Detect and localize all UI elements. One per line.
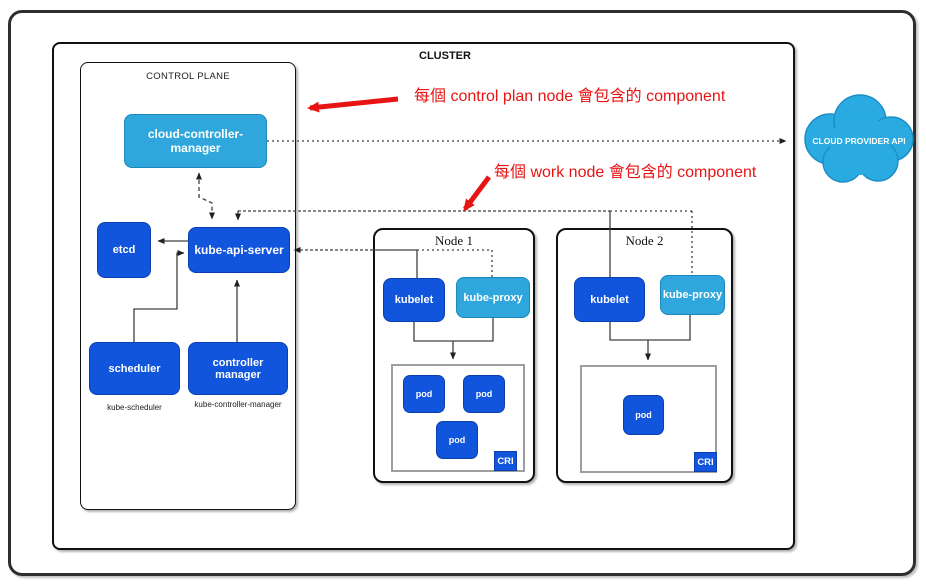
annotation-worker-node: 每個 work node 會包含的 component — [494, 164, 757, 181]
red-arrow-to-worker-node — [463, 175, 491, 212]
node1-pod: pod — [403, 375, 445, 413]
kube-scheduler-caption: kube-scheduler — [107, 403, 162, 412]
node1-pod: pod — [436, 421, 478, 459]
worker-connectors — [235, 210, 693, 361]
worker-node-1-title: Node 1 — [435, 233, 473, 248]
node1-pod: pod — [463, 375, 505, 413]
node2-pod: pod — [623, 395, 664, 435]
cluster-title: CLUSTER — [419, 50, 471, 62]
kube-api-server-node: kube-api-server — [188, 227, 290, 273]
node1-kube-proxy: kube-proxy — [456, 277, 530, 318]
controller-manager-node: controller manager — [188, 342, 288, 395]
cloud-controller-manager-node: cloud-controller-manager — [124, 114, 267, 168]
control-plane-connectors — [133, 138, 787, 342]
diagram-outer-frame — [8, 10, 916, 576]
worker-node-2-title: Node 2 — [625, 233, 664, 248]
node1-cri-label: CRI — [494, 451, 517, 471]
kube-controller-manager-caption: kube-controller-manager — [194, 400, 282, 409]
annotation-arrows — [307, 96, 491, 212]
cloud-provider-api-node: CLOUD PROVIDER API — [812, 136, 906, 146]
node2-kube-proxy: kube-proxy — [660, 275, 725, 315]
node1-kubelet: kubelet — [383, 278, 445, 322]
control-plane-title: CONTROL PLANE — [146, 71, 230, 82]
node2-kubelet: kubelet — [574, 277, 645, 322]
etcd-node: etcd — [97, 222, 151, 278]
node2-cri-label: CRI — [694, 452, 717, 472]
annotation-control-plane: 每個 control plan node 會包含的 component — [414, 88, 726, 105]
scheduler-node: scheduler — [89, 342, 180, 395]
red-arrow-to-control-plane — [307, 96, 399, 113]
